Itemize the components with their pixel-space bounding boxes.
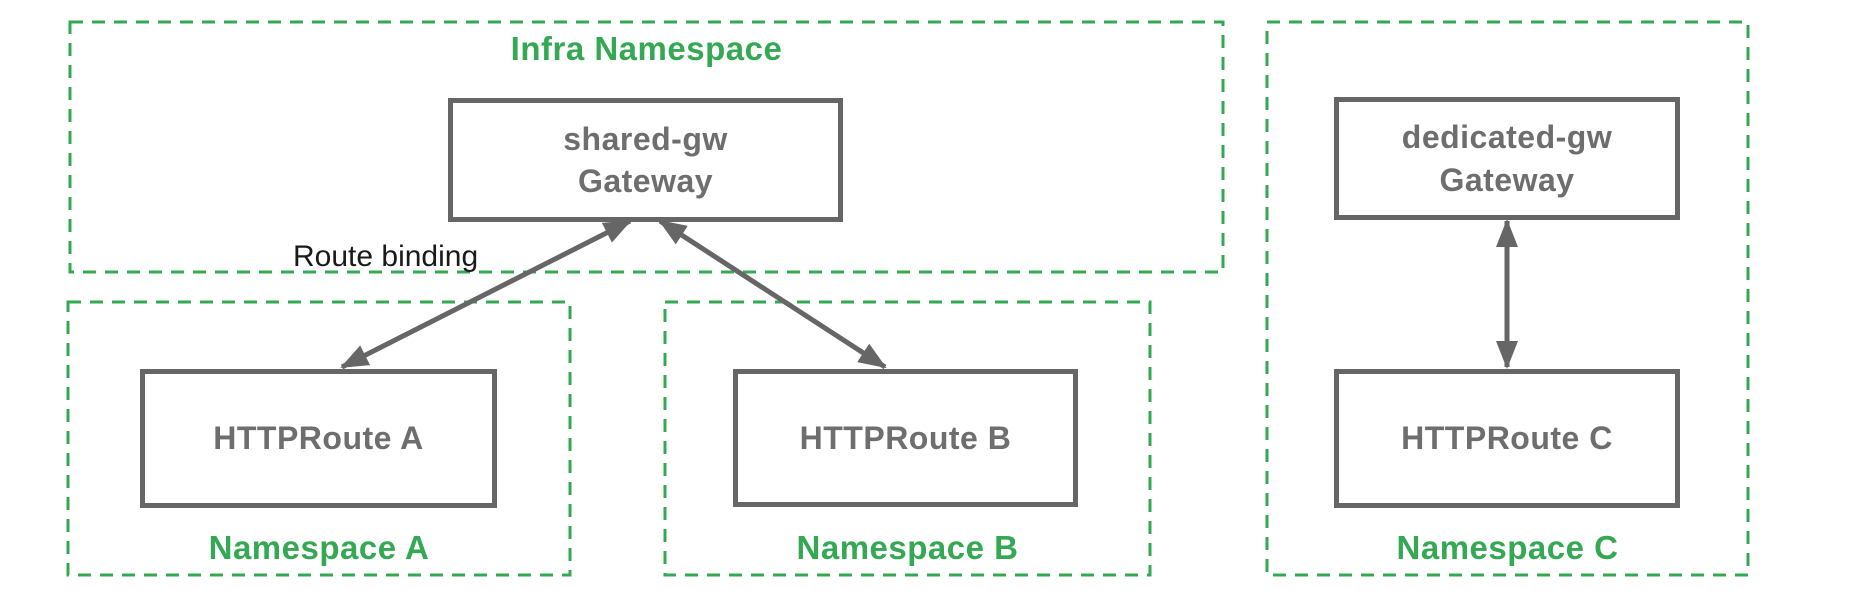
node-name-text: shared-gw xyxy=(563,120,728,157)
node-name-text: HTTPRoute C xyxy=(1401,420,1613,457)
dedicated-gw-gateway-node: dedicated-gw Gateway xyxy=(1334,97,1680,220)
infra-namespace-border xyxy=(68,20,1225,274)
namespace-b-label: Namespace B xyxy=(796,529,1019,566)
httproute-b-node: HTTPRoute B xyxy=(733,369,1078,507)
httproute-c-node: HTTPRoute C xyxy=(1334,369,1680,508)
infra-namespace-label: Infra Namespace xyxy=(510,30,783,67)
namespace-b-border xyxy=(663,300,1152,577)
httproute-a-node: HTTPRoute A xyxy=(140,369,497,508)
route-binding-label: Route binding xyxy=(293,240,479,273)
node-kind-text: Gateway xyxy=(577,163,714,199)
namespace-a-label: Namespace A xyxy=(208,529,430,566)
node-name-text: dedicated-gw xyxy=(1401,119,1613,156)
httproute-a-to-shared-gw-arrow xyxy=(340,218,632,370)
shared-gw-gateway-node: shared-gw Gateway xyxy=(448,98,843,222)
node-name-text: HTTPRoute A xyxy=(213,420,424,457)
httproute-b-to-shared-gw-arrow xyxy=(658,218,887,370)
namespace-c-border xyxy=(1265,20,1750,577)
node-kind-text: Gateway xyxy=(1439,161,1575,198)
namespace-c-label: Namespace C xyxy=(1396,529,1619,566)
node-name-text: HTTPRoute B xyxy=(799,419,1012,456)
namespace-a-border xyxy=(66,300,572,577)
